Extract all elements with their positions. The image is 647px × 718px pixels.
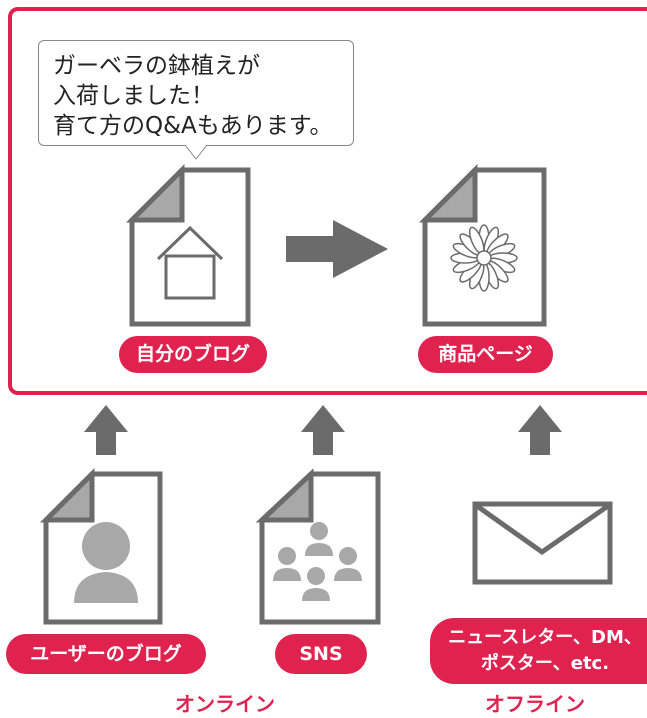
caption-offline: オフライン bbox=[485, 692, 585, 716]
speech-bubble: ガーベラの鉢植えが 入荷しました！ 育て方のQ&Aもあります。 bbox=[38, 40, 354, 146]
arrow-up-icon bbox=[301, 405, 345, 455]
house-icon bbox=[156, 225, 224, 300]
label-sns: SNS bbox=[275, 634, 367, 674]
blog-document-icon bbox=[125, 163, 251, 327]
caption-online: オンライン bbox=[175, 692, 275, 716]
bubble-line-3: 育て方のQ&Aもあります。 bbox=[53, 113, 333, 139]
label-my-blog: 自分のブログ bbox=[119, 336, 267, 373]
bubble-line-2: 入荷しました！ bbox=[53, 83, 214, 109]
arrow-up-icon bbox=[84, 405, 128, 455]
label-newsletter-line1: ニュースレター、DM、 bbox=[448, 627, 642, 648]
group-icon bbox=[273, 522, 362, 601]
bubble-line-1: ガーベラの鉢植えが bbox=[53, 53, 260, 79]
envelope-icon bbox=[472, 501, 613, 585]
label-product-page: 商品ページ bbox=[418, 336, 553, 373]
arrow-right-icon bbox=[286, 220, 388, 278]
label-newsletter: ニュースレター、DM、 ポスター、etc. bbox=[430, 618, 647, 684]
arrow-up-icon bbox=[518, 405, 562, 455]
flow-frame bbox=[8, 7, 647, 395]
speech-bubble-tail bbox=[185, 145, 207, 160]
label-user-blog: ユーザーのブログ bbox=[6, 634, 206, 674]
person-icon bbox=[74, 522, 138, 603]
label-newsletter-line2: ポスター、etc. bbox=[480, 653, 610, 674]
flower-icon bbox=[450, 224, 518, 292]
